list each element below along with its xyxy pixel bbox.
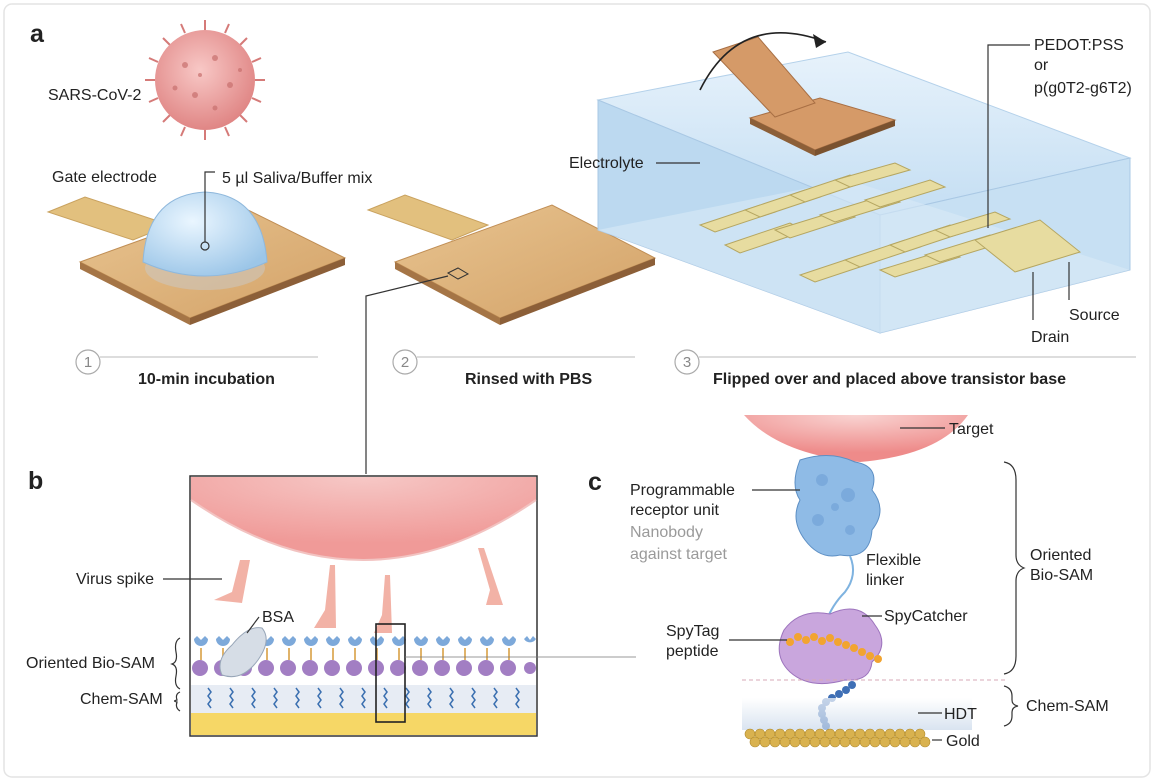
panel-c-letter: c (588, 468, 602, 496)
spycatcher-blob (778, 608, 883, 685)
rinsed-electrode (366, 194, 657, 325)
step-1-text: 10-min incubation (138, 371, 275, 388)
chem-sam-bracket-b (173, 691, 181, 712)
virus-label: SARS-CoV-2 (48, 87, 141, 104)
nanobody-label-2: against target (630, 546, 728, 563)
oriented-bio-sam-label: Oriented Bio-SAM (26, 655, 155, 672)
chem-sam-bracket-c (1003, 685, 1019, 727)
step-3-number: 3 (683, 354, 691, 371)
source-label: Source (1069, 307, 1120, 324)
gold-surface (744, 728, 931, 748)
panel-b-letter: b (28, 467, 43, 495)
step-3-text: Flipped over and placed above transistor… (713, 371, 1066, 388)
zoom-leader (365, 275, 449, 474)
chem-sam-label-b: Chem-SAM (80, 691, 163, 708)
step-1: 1 10-min incubation (75, 349, 318, 388)
step-2: 2 Rinsed with PBS (392, 349, 635, 388)
bsa-leader (246, 616, 260, 634)
hdt-layer (742, 698, 972, 730)
flexible-linker (825, 555, 855, 623)
gold-label: Gold (946, 733, 980, 750)
spytag-label-1: SpyTag (666, 623, 719, 640)
drop-leader (204, 171, 215, 242)
spytag-label-2: peptide (666, 643, 719, 660)
spycatcher-label: SpyCatcher (884, 608, 968, 625)
bsa-label: BSA (262, 609, 294, 626)
drain-label: Drain (1031, 329, 1069, 346)
oriented-label-1: Oriented (1030, 547, 1091, 564)
bio-sam-zoom-box (189, 475, 538, 737)
spytag-peptide (786, 633, 882, 663)
linker-label-1: Flexible (866, 552, 921, 569)
nanobody-label-1: Nanobody (630, 524, 703, 541)
panel-a-letter: a (30, 20, 45, 48)
target-virus-surface (744, 415, 968, 462)
virus-spike-label: Virus spike (76, 571, 154, 588)
step-2-number: 2 (401, 354, 409, 371)
hdt-label: HDT (944, 706, 977, 723)
receptor-label-1: Programmable (630, 482, 735, 499)
receptor-label-2: receptor unit (630, 502, 719, 519)
bio-sam-bracket (170, 637, 181, 690)
linker-label-2: linker (866, 572, 905, 589)
step-2-text: Rinsed with PBS (465, 371, 592, 388)
channel-label-3: p(g0T2-g6T2) (1034, 80, 1132, 97)
channel-label-1: PEDOT:PSS (1034, 37, 1124, 54)
flip-arrowhead (813, 34, 826, 48)
channel-label-2: or (1034, 57, 1049, 74)
channel-leader (987, 44, 1030, 228)
drop-label: 5 µl Saliva/Buffer mix (222, 170, 372, 187)
figure-border (3, 3, 1151, 778)
step-1-number: 1 (84, 354, 92, 371)
target-label: Target (949, 421, 994, 438)
chem-sam-label-c: Chem-SAM (1026, 698, 1109, 715)
gate-label: Gate electrode (52, 169, 157, 186)
electrolyte-label: Electrolyte (569, 155, 644, 172)
transistor-box (596, 36, 1132, 334)
step-3: 3 Flipped over and placed above transist… (674, 349, 1136, 388)
virus-icon (145, 20, 265, 140)
oriented-label-2: Bio-SAM (1030, 567, 1093, 584)
oriented-bracket-c (1003, 461, 1026, 675)
flip-arrow (699, 32, 827, 91)
